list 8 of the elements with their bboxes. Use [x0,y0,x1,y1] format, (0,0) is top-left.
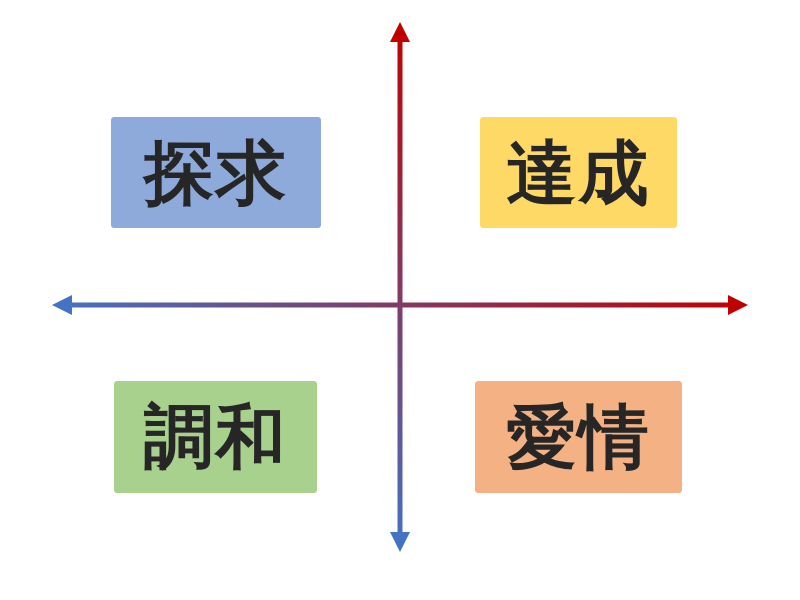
quadrant-box [114,381,317,493]
quadrant-box [111,117,321,228]
quadrant-label: 探求 [144,138,288,208]
quadrant-label: 調和 [144,402,288,472]
quadrant-label: 愛情 [506,402,650,472]
quadrant-label: 達成 [506,138,650,208]
quadrant-box [480,117,677,228]
quadrant-box [475,381,682,493]
